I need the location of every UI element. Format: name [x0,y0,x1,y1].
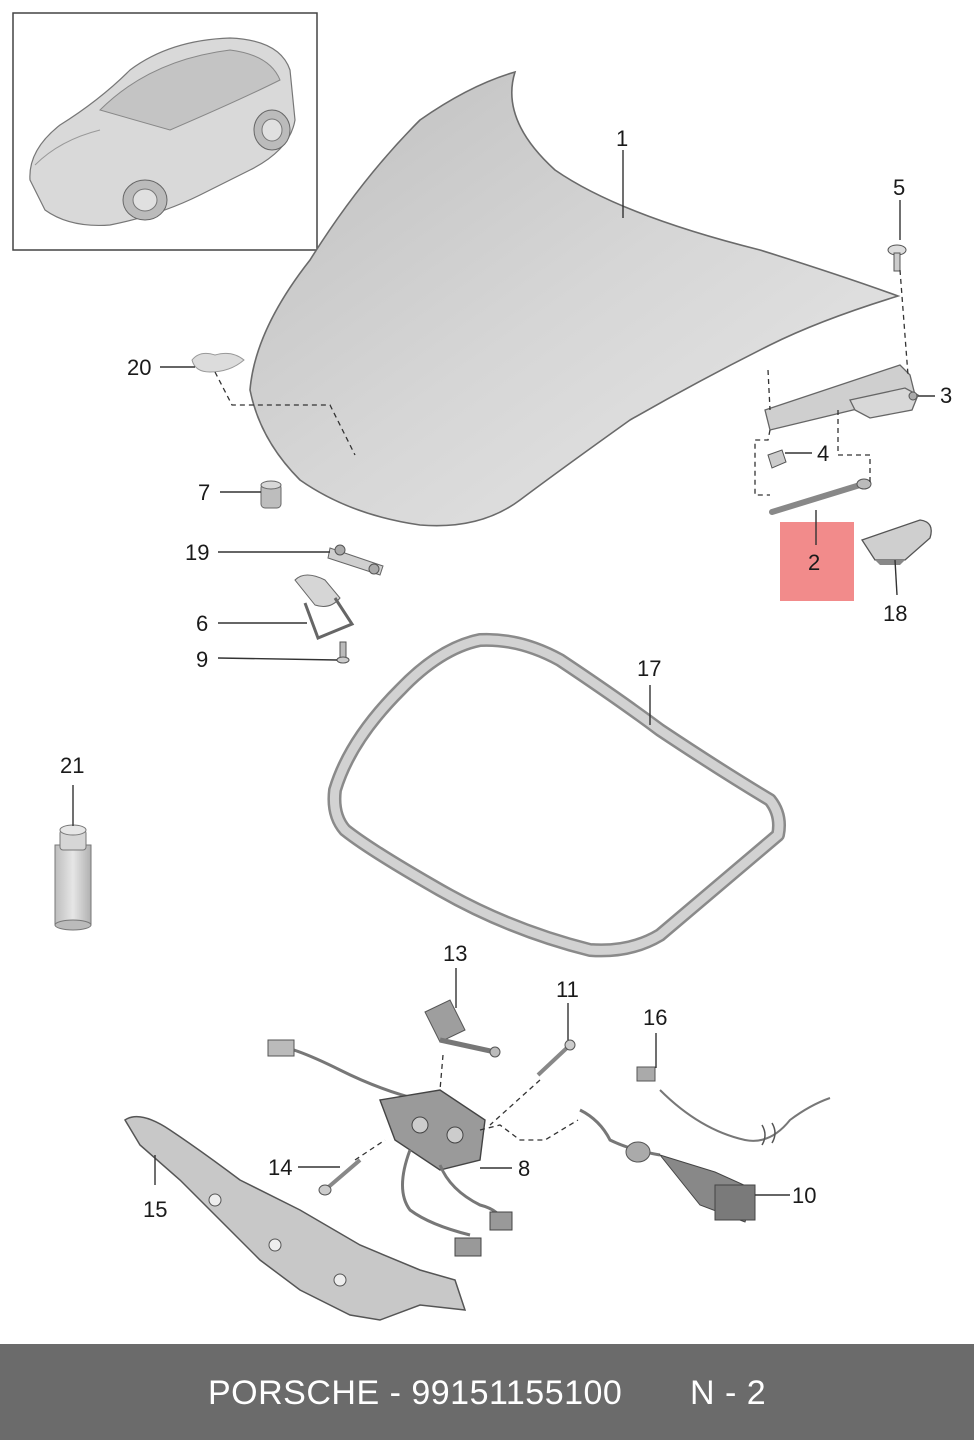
callout-1: 1 [616,126,628,151]
page-reference: N - 2 [690,1374,767,1412]
callout-17: 17 [637,656,661,681]
callout-10: 10 [792,1183,816,1208]
cap-part [260,480,282,509]
callout-4: 4 [817,441,829,466]
callout-labels: 1 2 3 4 5 6 7 8 9 10 11 13 14 15 16 17 1… [60,126,952,1222]
callout-14: 14 [268,1155,292,1180]
callout-20: 20 [127,355,151,380]
callout-21: 21 [60,753,84,778]
hood-part [249,70,901,527]
clip-part [327,544,384,576]
leader-lines [72,150,935,1196]
assembly-lines [214,269,909,1161]
pad-part [191,352,245,373]
nut-part [767,449,787,469]
parts-diagram: 1 2 3 4 5 6 7 8 9 10 11 13 14 15 16 17 1… [12,12,952,1321]
callout-13: 13 [443,941,467,966]
callout-5: 5 [893,175,905,200]
highlight-box [780,522,854,601]
callout-11: 11 [556,977,579,1002]
callout-6: 6 [196,611,208,636]
callout-2: 2 [808,550,820,575]
hinge-part [764,364,919,431]
callout-9: 9 [196,647,208,672]
callout-15: 15 [143,1197,167,1222]
callout-8: 8 [518,1156,530,1181]
spray-can-part [54,824,92,931]
bracket-part [294,574,355,640]
bumper-part [861,519,932,565]
footer-bar: PORSCHE - 99151155100 N - 2 [0,1344,974,1440]
switch-part [424,999,501,1058]
bolt-11-part [536,1039,576,1077]
screw-part [336,641,350,664]
cable-part [636,1066,831,1146]
release-handle-part [579,1108,756,1223]
callout-18: 18 [883,601,907,626]
lock-assembly-part [267,1039,513,1257]
callout-3: 3 [940,383,952,408]
seal-part [327,632,786,958]
callout-16: 16 [643,1005,667,1030]
gas-strut-part [769,478,872,515]
callout-7: 7 [198,480,210,505]
part-number: PORSCHE - 99151155100 [208,1374,623,1412]
support-bracket-part [123,1115,467,1321]
bolt-14-part [318,1158,362,1196]
callout-19: 19 [185,540,209,565]
car-thumbnail [12,12,318,251]
bolt-part [887,244,907,272]
